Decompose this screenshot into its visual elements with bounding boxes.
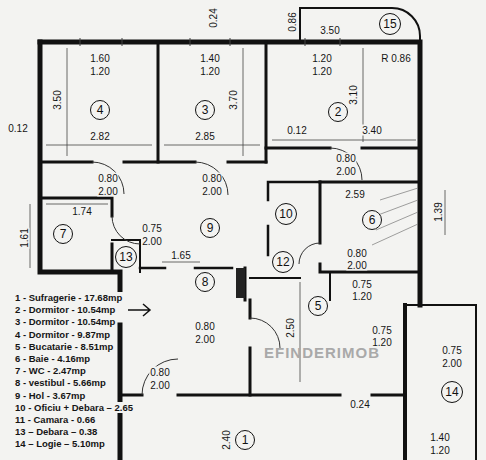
room-callout: 3 bbox=[195, 100, 215, 120]
dimension-label: 1.65 bbox=[170, 250, 191, 261]
callout-number: 7 bbox=[60, 228, 67, 240]
callout-number: 1 bbox=[242, 434, 249, 446]
callout-number: 12 bbox=[276, 256, 289, 268]
dimension-label: 1.74 bbox=[71, 206, 92, 217]
dimension-label: 2.00 bbox=[346, 260, 367, 271]
dimension-label: 0.80 bbox=[335, 153, 356, 164]
dimension-label: 2.00 bbox=[149, 380, 170, 391]
entrance-arrow bbox=[128, 304, 150, 316]
dimension-label: 1.40 bbox=[199, 53, 220, 64]
dimension-label: 0.80 bbox=[97, 173, 118, 184]
room-list-item: 4 - Dormitor - 9.87mp bbox=[14, 329, 111, 340]
dimension-label: 0.80 bbox=[149, 367, 170, 378]
dimension-label: 2.85 bbox=[194, 131, 215, 142]
dimension-label: 0.24 bbox=[208, 7, 219, 28]
dimension-label: 3.50 bbox=[52, 89, 63, 110]
dimension-label: 1.20 bbox=[429, 445, 450, 456]
watermark: EFINDERIMOB bbox=[263, 347, 381, 358]
room-callout: 12 bbox=[272, 251, 294, 273]
dimension-label: 2.00 bbox=[441, 358, 462, 369]
room-callout: 4 bbox=[90, 100, 110, 120]
callout-number: 15 bbox=[383, 18, 396, 30]
dimension-label: 0.86 bbox=[287, 11, 298, 32]
dimension-label: 3.40 bbox=[361, 125, 382, 136]
dimension-label: 3.70 bbox=[228, 89, 239, 110]
dimension-label: 3.50 bbox=[319, 25, 340, 36]
dimension-label: 0.80 bbox=[194, 321, 215, 332]
dimension-label: 2.00 bbox=[141, 236, 162, 247]
dimension-label: 0.12 bbox=[7, 123, 28, 134]
walls bbox=[40, 8, 476, 460]
room-callout: 14 bbox=[441, 381, 463, 403]
dimension-label: 1.20 bbox=[351, 291, 372, 302]
room-callout: 5 bbox=[308, 296, 328, 316]
room-list-item: 7 - WC - 2.47mp bbox=[14, 365, 87, 376]
callout-number: 14 bbox=[445, 386, 458, 398]
room-list-item: 1 - Sufragerie - 17.68mp bbox=[14, 292, 123, 303]
dimension-label: 0.80 bbox=[201, 173, 222, 184]
room-list-item: 11 - Camara - 0.66 bbox=[14, 414, 96, 425]
dimension-label: 2.00 bbox=[97, 186, 118, 197]
dimension-label: 2.82 bbox=[89, 131, 110, 142]
dimension-label: 1.60 bbox=[89, 53, 110, 64]
callout-number: 6 bbox=[369, 214, 376, 226]
dimension-label: 0.75 bbox=[371, 325, 392, 336]
dimension-label: 1.20 bbox=[311, 53, 332, 64]
dimension-label: 0.24 bbox=[349, 399, 370, 410]
callout-number: 5 bbox=[315, 300, 322, 312]
door-swings bbox=[92, 148, 362, 395]
room-callout: 13 bbox=[115, 246, 137, 268]
room-list-item: 3 - Dormitor - 10.54mp bbox=[14, 316, 116, 327]
room-callout: 15 bbox=[379, 13, 401, 35]
window-marks bbox=[80, 38, 340, 46]
pillar bbox=[236, 268, 245, 298]
dimension-label: 0.75 bbox=[141, 223, 162, 234]
dimension-label: 1.39 bbox=[433, 201, 444, 222]
callout-number: 3 bbox=[202, 104, 209, 116]
dimension-label: 2.00 bbox=[194, 334, 215, 345]
room-callout: 2 bbox=[328, 102, 348, 122]
dimension-label: 2.59 bbox=[344, 189, 365, 200]
room-list-item: 6 - Baie - 4.16mp bbox=[14, 353, 91, 364]
dimension-label: 3.10 bbox=[348, 84, 359, 105]
dimension-label: 0.75 bbox=[441, 345, 462, 356]
callout-number: 4 bbox=[97, 104, 104, 116]
room-callout: 8 bbox=[195, 272, 215, 292]
dimension-label: 2.40 bbox=[221, 429, 232, 450]
room-list-item: 5 - Bucatarie - 8.51mp bbox=[14, 341, 114, 352]
dimension-label: 2.00 bbox=[201, 186, 222, 197]
dimension-label: 0.75 bbox=[351, 279, 372, 290]
callout-number: 13 bbox=[119, 251, 132, 263]
room-callout: 9 bbox=[200, 218, 220, 238]
room-list-item: 14 – Logie – 5.10mp bbox=[14, 438, 106, 449]
room-list-item: 13 – Debara – 0.38 bbox=[14, 426, 98, 437]
room-callout: 10 bbox=[275, 203, 297, 225]
callout-number: 8 bbox=[202, 276, 209, 288]
room-list-item: 8 - vestibul - 5.66mp bbox=[14, 377, 107, 388]
room-callout: 7 bbox=[53, 224, 73, 244]
dimension-label: 1.20 bbox=[311, 66, 332, 77]
dimension-label: 1.20 bbox=[199, 66, 220, 77]
dimension-label: 1.20 bbox=[89, 66, 110, 77]
dimension-label: 1.61 bbox=[19, 227, 30, 248]
dimension-label: 0.80 bbox=[346, 248, 367, 259]
dimension-label: 0.12 bbox=[286, 125, 307, 136]
dimension-label: 1.40 bbox=[429, 432, 450, 443]
dimension-label: 2.50 bbox=[285, 317, 296, 338]
callout-number: 2 bbox=[335, 106, 342, 118]
dimension-label: R 0.86 bbox=[380, 53, 411, 64]
room-list-item: 9 - Hol - 3.67mp bbox=[14, 390, 86, 401]
callout-number: 9 bbox=[207, 222, 214, 234]
dimension-label: 2.00 bbox=[335, 166, 356, 177]
callout-number: 10 bbox=[279, 208, 292, 220]
room-callout: 6 bbox=[362, 210, 382, 230]
room-list-item: 2 - Dormitor - 10.54mp bbox=[14, 304, 116, 315]
room-list-item: 10 - Oficiu + Debara – 2.65 bbox=[14, 402, 134, 413]
room-callout: 1 bbox=[235, 430, 255, 450]
